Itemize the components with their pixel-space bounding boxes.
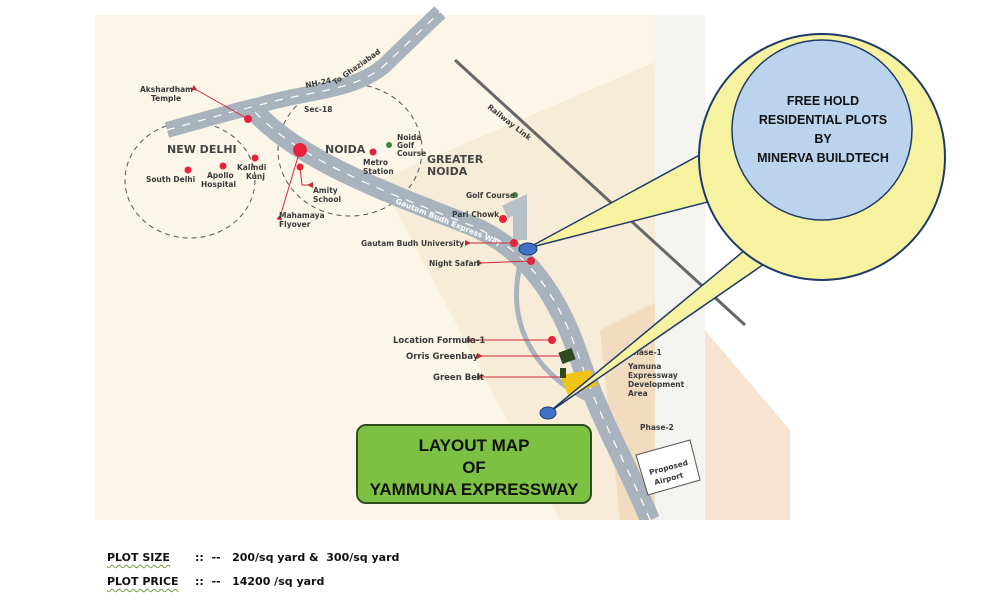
- map-label: NOIDA: [427, 165, 468, 178]
- map-label: Mahamaya: [279, 211, 325, 220]
- callout-line: FREE HOLD: [786, 94, 860, 108]
- map-label: Hospital: [201, 180, 236, 189]
- map-label: NOIDA: [325, 143, 366, 156]
- railway-line: [453, 58, 747, 327]
- proposed-airport: [635, 439, 701, 496]
- callout-line: RESIDENTIAL PLOTS: [758, 113, 888, 127]
- plot-size-label: PLOT SIZE: [107, 551, 170, 564]
- map-label: Temple: [151, 94, 181, 103]
- map-label: Akshardham: [140, 85, 193, 94]
- map-label: Sec-18: [304, 105, 332, 114]
- map-label: Amity: [313, 186, 338, 195]
- map-label: Phase-2: [640, 423, 674, 432]
- map-label: Area: [628, 389, 648, 398]
- title-line: YAMMUNA EXPRESSWAY: [369, 480, 579, 499]
- map-label: Kunj: [246, 172, 265, 181]
- plot-price-row: PLOT PRICE:: -- 14200 /sq yard: [107, 575, 324, 588]
- roads: [164, 6, 660, 520]
- title-line: OF: [462, 458, 486, 477]
- map-label: Apollo: [207, 171, 234, 180]
- map-label: Development: [628, 380, 685, 389]
- layout-map: Railway Link NH-24 To Ghaziabad Gautam B…: [95, 6, 946, 520]
- plot-size-value: :: -- 200/sq yard & 300/sq yard: [195, 551, 400, 564]
- map-label: Expressway: [628, 371, 678, 380]
- map-label: School: [313, 195, 341, 204]
- map-label: Station: [363, 167, 394, 176]
- map-label: Green Belt: [433, 373, 484, 383]
- map-label: Course: [397, 149, 426, 158]
- map-label: Pari Chowk: [452, 210, 500, 219]
- callout-pointer: [518, 33, 946, 420]
- map-title: LAYOUT MAP OF YAMMUNA EXPRESSWAY: [356, 424, 592, 504]
- map-label: Night Safari: [429, 259, 480, 268]
- callout-line: MINERVA BUILDTECH: [757, 151, 889, 165]
- map-label: Golf: [397, 141, 415, 150]
- markers: [184, 115, 556, 344]
- plot-price-value: :: -- 14200 /sq yard: [195, 575, 325, 588]
- map-label: Golf Course: [466, 191, 515, 200]
- map-label: Orris Greenbay: [406, 352, 479, 362]
- map-label: Metro: [363, 158, 388, 167]
- title-line: LAYOUT MAP: [418, 436, 530, 455]
- map-label: Phase-1: [628, 348, 662, 357]
- map-label: Flyover: [279, 220, 311, 229]
- map-label: Kalindi: [237, 163, 266, 172]
- callout-text: FREE HOLD RESIDENTIAL PLOTS BY MINERVA B…: [735, 92, 911, 168]
- map-label: South Delhi: [146, 175, 195, 184]
- map-label: GREATER: [427, 153, 484, 166]
- map-label: NEW DELHI: [167, 143, 237, 156]
- map-label: Gautam Budh University: [361, 239, 464, 248]
- callout-line: BY: [814, 132, 832, 146]
- plot-price-label: PLOT PRICE: [107, 575, 179, 588]
- map-label: Location Formula-1: [393, 336, 485, 346]
- map-label: Noida: [397, 133, 421, 142]
- map-label: Yamuna: [627, 362, 661, 371]
- plot-size-row: PLOT SIZE:: -- 200/sq yard & 300/sq yard: [107, 551, 399, 564]
